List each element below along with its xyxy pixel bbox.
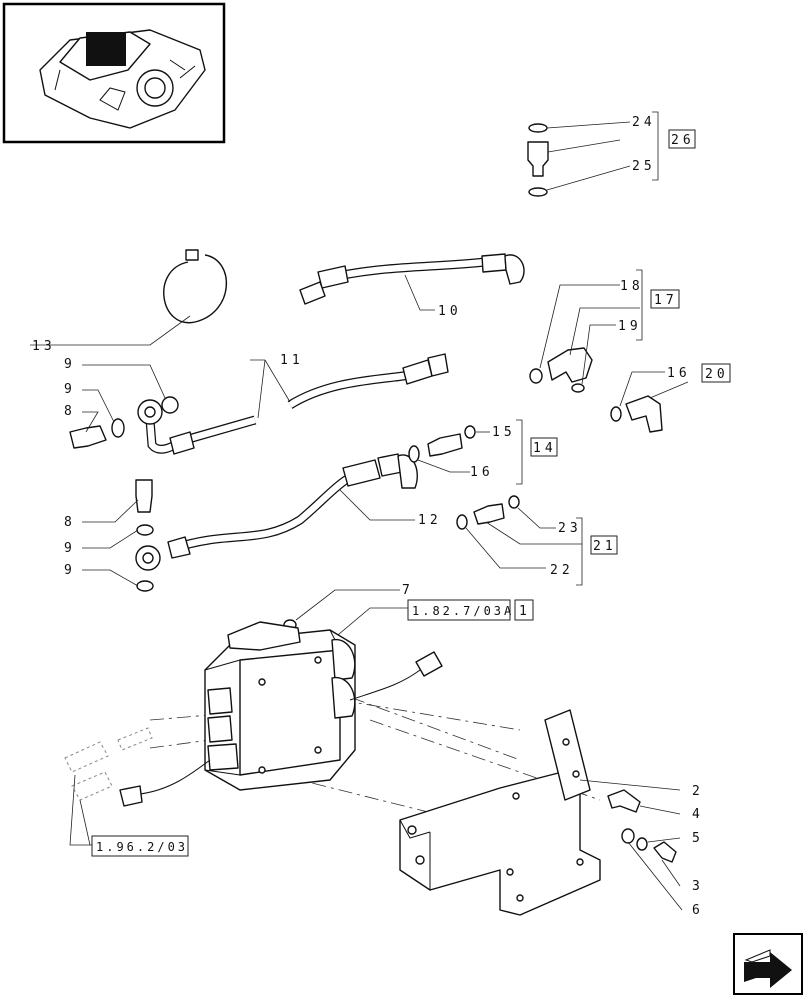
callout-16-b: 16: [667, 366, 691, 381]
callout-11: 11: [280, 353, 304, 368]
callout-6: 6: [692, 903, 704, 918]
washer-25: [528, 187, 548, 197]
adapter-fitting: [527, 141, 549, 177]
hose-12: 12: [135, 453, 442, 571]
callout-22: 22: [550, 563, 574, 578]
callout-18: 18: [620, 279, 644, 294]
washer-9-lower-a: [136, 524, 154, 536]
washer-6: [621, 828, 635, 844]
callout-19: 19: [618, 319, 642, 334]
callout-17: 17: [654, 293, 678, 308]
callout-7: 7: [402, 583, 414, 598]
callout-25: 25: [632, 159, 656, 174]
callout-8-a: 8: [64, 404, 76, 419]
callout-4: 4: [692, 807, 704, 822]
callout-2: 2: [692, 784, 704, 799]
callout-12: 12: [418, 513, 442, 528]
bolt-3: [653, 841, 677, 863]
next-page-arrow-icon[interactable]: [733, 933, 803, 995]
connector-reference: 1.96.2/03: [64, 727, 189, 857]
fitting-group-21: 23 22 21: [456, 495, 618, 586]
callout-15: 15: [492, 425, 516, 440]
hose-11: 11: [137, 353, 449, 455]
washer-5: [636, 837, 648, 851]
callout-9-d: 9: [64, 563, 76, 578]
bolt-8-lower: [135, 479, 153, 513]
mounting-bracket: [399, 709, 601, 916]
ref-1-96-2-03[interactable]: 1.96.2/03: [96, 840, 188, 854]
fitting-group-26: 24 25 26: [527, 111, 696, 197]
callout-9-a: 9: [64, 357, 76, 372]
callout-26: 26: [671, 133, 695, 148]
callout-14: 14: [533, 441, 557, 456]
assembly-thumbnail[interactable]: [2, 2, 226, 144]
elbow-group-20: 16 20: [610, 363, 731, 433]
callout-9-c: 9: [64, 541, 76, 556]
control-valve-block: [119, 621, 443, 807]
hose-clamp-13: 13: [30, 249, 227, 354]
callout-10: 10: [438, 304, 462, 319]
bolt-4: [607, 789, 641, 813]
callout-23: 23: [558, 521, 582, 536]
washer-9b: [111, 418, 125, 438]
bolt-8: [69, 425, 107, 449]
fitting-group-14: 15 16 14: [408, 419, 558, 485]
ref-1-82-7-03a[interactable]: 1.82.7/03A: [412, 604, 514, 618]
bracket-fasteners: 2 4 5 3 6: [579, 779, 704, 918]
callout-21: 21: [593, 539, 617, 554]
callout-3: 3: [692, 879, 704, 894]
callout-16-a: 16: [470, 465, 494, 480]
washer-9: [161, 396, 179, 414]
callout-5: 5: [692, 831, 704, 846]
banjo-bolt-set-lower: 8 9 9: [64, 479, 154, 592]
washer-9-lower-b: [136, 580, 154, 592]
banjo-bolt-set-upper: 9 9 8: [64, 357, 179, 449]
elbow-group-17: 18 19 17: [529, 269, 680, 393]
thumbnail-housing-image: [39, 29, 206, 129]
callout-24: 24: [632, 115, 656, 130]
callout-13: 13: [32, 339, 56, 354]
hose-10: 10: [299, 253, 525, 319]
callout-9-b: 9: [64, 382, 76, 397]
washer-24: [528, 123, 548, 133]
callout-20: 20: [705, 367, 729, 382]
callout-1: 1: [519, 604, 531, 619]
callout-8-b: 8: [64, 515, 76, 530]
